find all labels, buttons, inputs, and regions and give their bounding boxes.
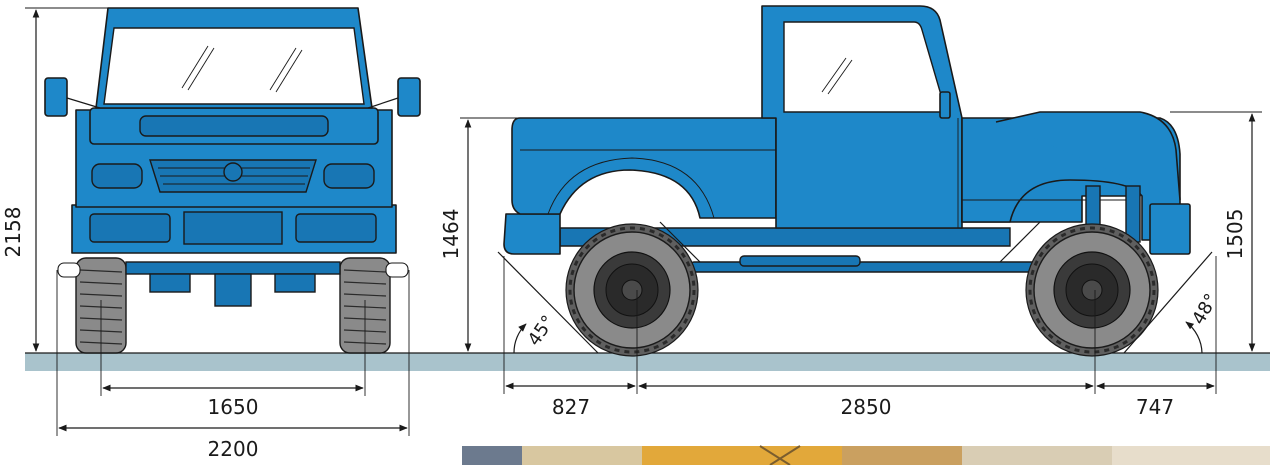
vehicle-front-view [44,7,421,354]
dim-approach-angle: 45° [524,312,560,350]
dim-departure-angle: 48° [1188,290,1222,328]
dim-track: 1650 [208,395,259,419]
ground-strip [25,353,1270,371]
dim-wheelbase: 2850 [841,395,892,419]
dim-front-overhang: 827 [552,395,590,419]
vehicle-side-view [503,5,1191,357]
dim-overall-width: 2200 [208,437,259,461]
dim-side-height-rear: 1505 [1223,209,1247,260]
dim-front-height: 2158 [1,207,25,258]
front-wheel [565,223,699,357]
rear-wheel [1025,223,1159,357]
photo-strip [462,445,1270,465]
dim-side-height-front: 1464 [439,209,463,260]
dim-rear-overhang: 747 [1136,395,1174,419]
